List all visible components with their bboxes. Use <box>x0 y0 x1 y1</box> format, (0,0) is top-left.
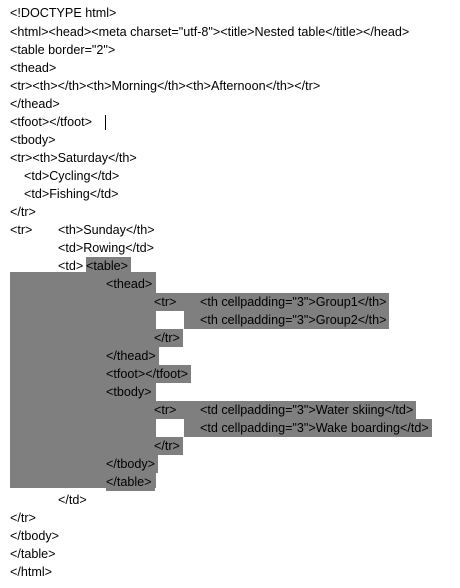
code-line: <td>Rowing</td> <box>58 241 154 255</box>
code-line: </table> <box>106 473 155 491</box>
code-line: <th cellpadding="3">Group1</th> <box>184 293 390 311</box>
code-line: <tbody> <box>10 133 56 147</box>
code-line: <thead> <box>10 61 57 75</box>
code-line: <th>Sunday</th> <box>58 223 155 237</box>
code-line: <tfoot></tfoot> <box>106 365 191 383</box>
code-line: <th cellpadding="3">Group2</th> <box>184 311 390 329</box>
code-line: <tr> <box>154 401 187 419</box>
code-line: <html><head><meta charset="utf-8"><title… <box>10 25 410 39</box>
code-line: </html> <box>10 565 52 579</box>
code-line: </tr> <box>154 437 183 455</box>
code-line: <td>Fishing</td> <box>24 187 119 201</box>
code-line: </tr> <box>10 511 36 525</box>
code-line: <td cellpadding="3">Water skiing</td> <box>184 401 417 419</box>
code-line: </tbody> <box>106 455 159 473</box>
code-line: </tr> <box>154 329 183 347</box>
code-line: <!DOCTYPE html> <box>10 6 117 20</box>
code-line: <tfoot></tfoot> <box>10 115 92 129</box>
code-line: <tr> <box>10 223 33 237</box>
text-cursor <box>105 115 106 130</box>
code-line: </td> <box>58 493 87 507</box>
code-line: </thead> <box>10 97 60 111</box>
code-line: <table border="2"> <box>10 43 116 57</box>
code-line: </table> <box>10 547 56 561</box>
code-line: <table> <box>86 257 132 275</box>
code-line: <tr><th></th><th>Morning</th><th>Afterno… <box>10 79 321 93</box>
code-line: <tr> <box>154 293 187 311</box>
code-line: <thead> <box>106 275 156 293</box>
code-line: </tr> <box>10 205 36 219</box>
code-line: <tr><th>Saturday</th> <box>10 151 137 165</box>
code-line: </thead> <box>106 347 159 365</box>
code-line: </tbody> <box>10 529 60 543</box>
code-line: <td> <box>58 259 84 273</box>
code-line: <tbody> <box>106 383 155 401</box>
code-line: <td cellpadding="3">Wake boarding</td> <box>184 419 432 437</box>
code-line: <td>Cycling</td> <box>24 169 120 183</box>
